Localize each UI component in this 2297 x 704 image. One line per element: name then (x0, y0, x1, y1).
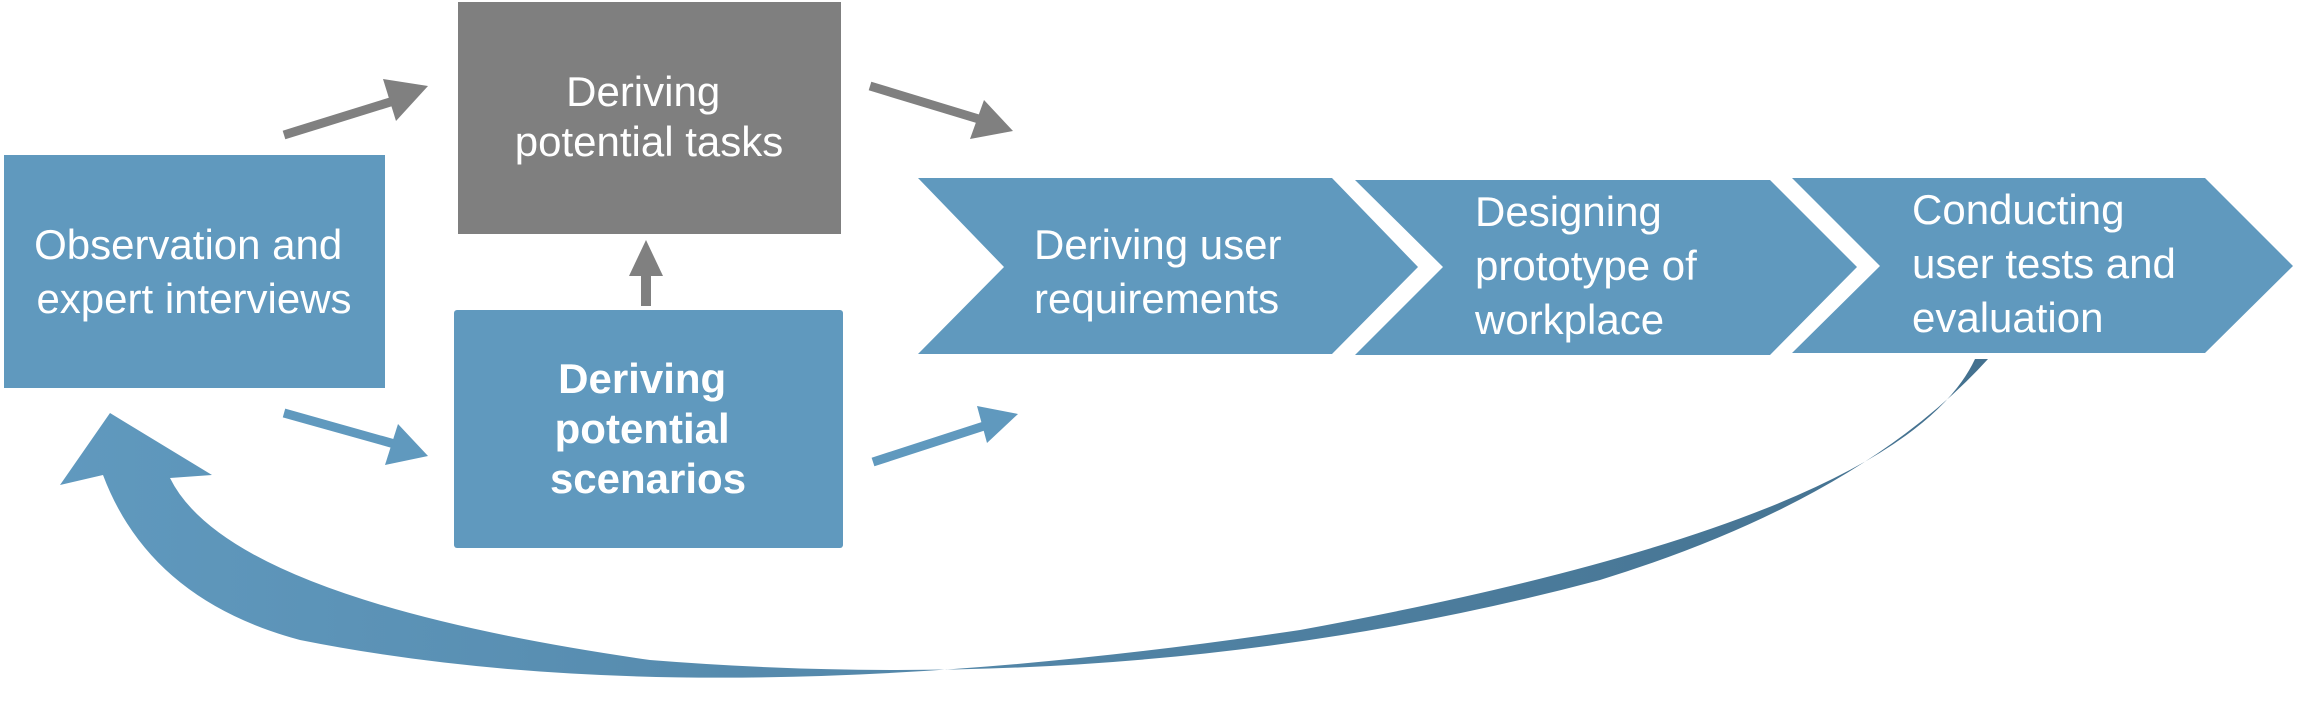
chevron-3-line-1: Conducting (1912, 186, 2124, 233)
observation-label-line-1: Observation and (34, 221, 342, 268)
chevron-3-line-2: user tests and (1912, 240, 2176, 287)
chevron-deriving-user-requirements: Deriving user requirements (918, 178, 1418, 354)
scenarios-label-line-2: potential (555, 405, 730, 452)
observation-box: Observation and expert interviews (4, 155, 385, 388)
arrow-observation-to-scenarios-icon (282, 408, 428, 465)
chevron-1-line-2: requirements (1034, 275, 1279, 322)
tasks-label-line-2: potential tasks (515, 118, 784, 165)
scenarios-label-line-3: scenarios (550, 455, 746, 502)
chevron-designing-prototype: Designing prototype of workplace (1355, 180, 1857, 355)
chevron-2-line-3: workplace (1474, 296, 1664, 343)
scenarios-box: Deriving potential scenarios (454, 310, 843, 548)
scenarios-label-line-1: Deriving (558, 355, 726, 402)
chevron-2-line-2: prototype of (1475, 242, 1697, 289)
arrow-tasks-to-requirements-icon (868, 81, 1013, 139)
observation-label-line-2: expert interviews (36, 275, 351, 322)
chevron-2-line-1: Designing (1475, 188, 1662, 235)
chevron-3-line-3: evaluation (1912, 294, 2103, 341)
chevron-3-label: Conducting user tests and evaluation (1912, 186, 2187, 341)
arrow-observation-to-tasks-icon (282, 79, 428, 140)
chevron-1-line-1: Deriving user (1034, 221, 1281, 268)
observation-label: Observation and expert interviews (34, 221, 354, 322)
arrow-scenarios-to-requirements-icon (871, 406, 1018, 467)
arrow-scenarios-to-tasks-icon (629, 240, 663, 306)
chevron-1-label: Deriving user requirements (1034, 221, 1293, 322)
tasks-box: Deriving potential tasks (458, 2, 841, 234)
tasks-label-line-1: Deriving (566, 68, 720, 115)
scenarios-label: Deriving potential scenarios (550, 355, 746, 502)
chevron-conducting-user-tests: Conducting user tests and evaluation (1792, 178, 2293, 353)
feedback-curved-arrow-icon (60, 359, 1988, 678)
tasks-label: Deriving potential tasks (515, 68, 784, 165)
chevron-2-label: Designing prototype of workplace (1474, 188, 1708, 343)
